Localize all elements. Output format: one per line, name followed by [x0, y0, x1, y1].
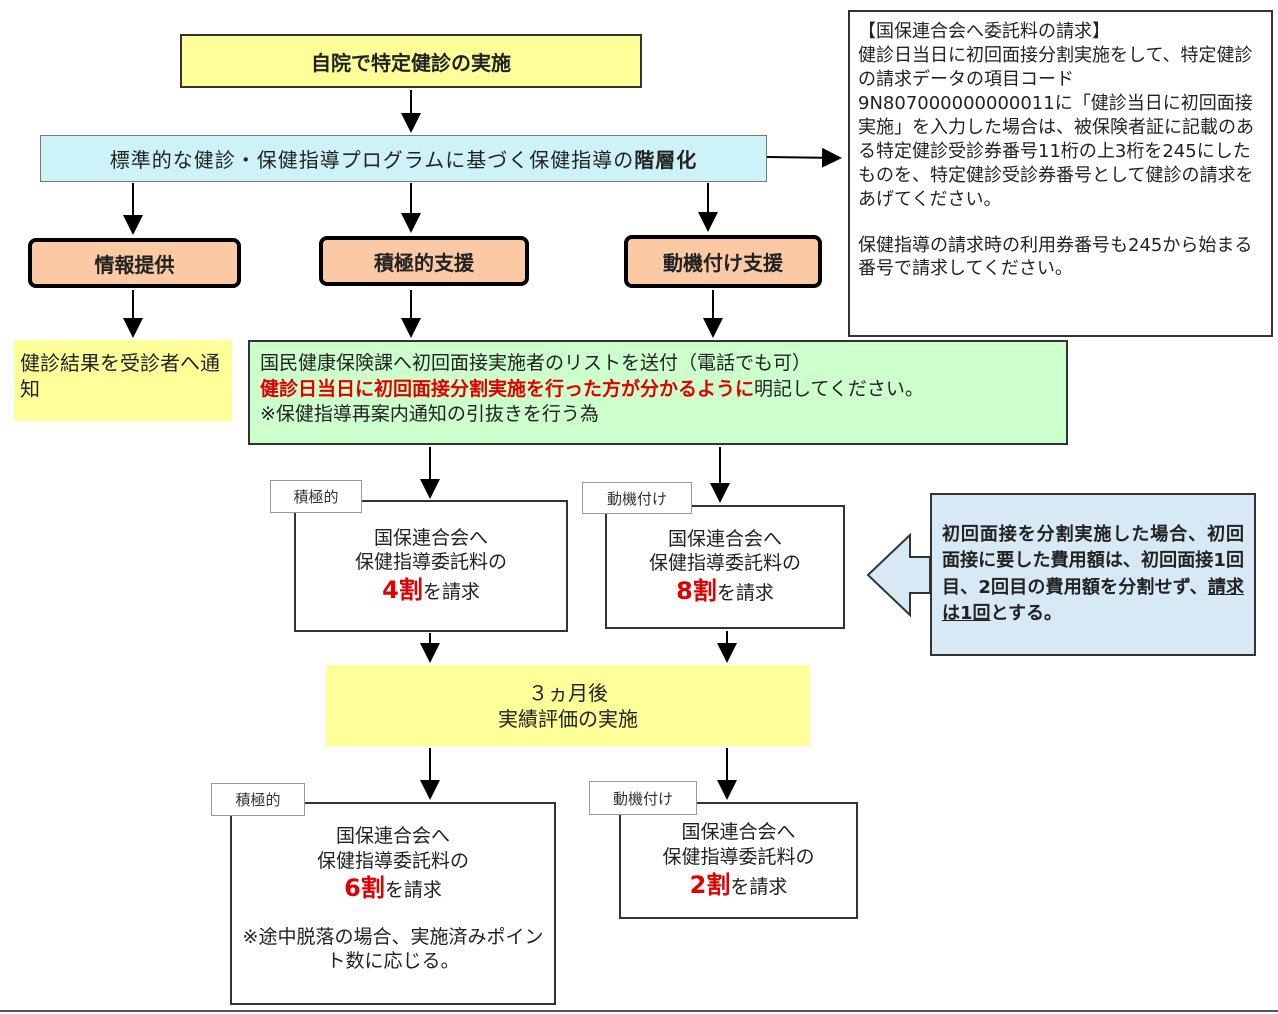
claim-line2: 保健指導委託料の: [316, 849, 469, 872]
hierarchy-box: 標準的な健診・保健指導プログラムに基づく保健指導の階層化: [40, 135, 767, 182]
dropout-note: ※途中脱落の場合、実施済みポイント数に応じる。: [242, 925, 544, 973]
split-note-box: 初回面接を分割実施した場合、初回面接に要した費用額は、初回面接1回目、2回目の費…: [930, 493, 1256, 656]
claim-suffix: を請求: [730, 875, 788, 898]
hierarchy-label: 標準的な健診・保健指導プログラムに基づく保健指導の: [109, 148, 635, 172]
list-line1: 国民健康保険課へ初回面接実施者のリストを送付（電話でも可）: [260, 352, 812, 374]
split-note-text: 初回面接を分割実施した場合、初回面接に要した費用額は、初回面接1回目、2回目の費…: [942, 522, 1244, 626]
claim-line1: 国保連合会へ: [335, 825, 450, 847]
claim-line2: 保健指導委託料の: [354, 551, 507, 574]
left-block-arrow: [866, 532, 931, 618]
level-info-label: 情報提供: [94, 252, 175, 277]
evaluation-box: ３ヵ月後 実績評価の実施: [326, 665, 810, 746]
claim-line3: 4割を請求: [382, 575, 480, 606]
split-note-body: 初回面接を分割実施した場合、初回面接に要した費用額は、初回面接1回目、2回目の費…: [942, 524, 1244, 598]
list-line2-rest: 明記してください。: [754, 377, 924, 400]
split-note-underline: 請求は1回: [942, 576, 1244, 624]
notify-box: 健診結果を受診者へ通知: [14, 340, 232, 421]
tag-sekkyoku-first: 積極的: [270, 480, 362, 513]
top-step-box: 自院で特定健診の実施: [180, 34, 642, 88]
claim-line1: 国保連合会へ: [373, 526, 488, 549]
tag-sekkyoku-final-label: 積極的: [235, 791, 281, 809]
billing-note-body2: 保健指導の請求時の利用券番号も245から始まる番号で請求してください。: [858, 234, 1253, 280]
list-line2-red: 健診日当日に初回面接分割実施を行った方が分かるように: [260, 377, 755, 400]
list-line3: ※保健指導再案内通知の引抜きを行う為: [260, 403, 599, 426]
claim-line1: 国保連合会へ: [681, 821, 796, 844]
level-douki-label: 動機付け支援: [663, 251, 783, 275]
claim-suffix: を請求: [422, 581, 480, 604]
claim-pct: 2割: [689, 870, 731, 899]
billing-note-body: 健診日当日に初回面接分割実施をして、特定健診の請求データの項目コード9N8070…: [858, 44, 1254, 210]
claim-line2: 保健指導委託料の: [662, 845, 815, 868]
bottom-divider: [0, 1010, 1278, 1012]
claim-first-sekkyoku-box: 国保連合会へ 保健指導委託料の 4割を請求: [294, 500, 568, 632]
claim-line2: 保健指導委託料の: [648, 552, 801, 575]
claim-suffix: を請求: [716, 582, 774, 605]
level-douki-box: 動機付け支援: [624, 235, 822, 288]
claim-final-sekkyoku-box: 国保連合会へ 保健指導委託料の 6割を請求 ※途中脱落の場合、実施済みポイント数…: [230, 802, 556, 1005]
tag-sekkyoku-first-label: 積極的: [293, 488, 339, 506]
split-note-end: とする。: [990, 602, 1062, 624]
billing-note-title: 【国保連合会へ委託料の請求】: [858, 21, 1110, 42]
tag-sekkyoku-final: 積極的: [211, 783, 305, 816]
level-info-box: 情報提供: [28, 238, 241, 288]
claim-line3: 6割を請求: [344, 873, 442, 904]
billing-note-box: 【国保連合会へ委託料の請求】 健診日当日に初回面接分割実施をして、特定健診の請求…: [848, 10, 1273, 337]
list-send-box: 国民健康保険課へ初回面接実施者のリストを送付（電話でも可） 健診日当日に初回面接…: [248, 340, 1068, 445]
tag-douki-final-label: 動機付け: [612, 789, 673, 808]
claim-line3: 2割を請求: [690, 870, 788, 901]
claim-final-douki-box: 国保連合会へ 保健指導委託料の 2割を請求: [619, 802, 858, 919]
level-sekkyoku-box: 積極的支援: [319, 236, 529, 286]
tag-douki-first: 動機付け: [582, 482, 692, 514]
claim-first-douki-box: 国保連合会へ 保健指導委託料の 8割を請求: [605, 505, 845, 629]
tag-douki-final: 動機付け: [589, 781, 697, 815]
level-sekkyoku-label: 積極的支援: [374, 250, 474, 275]
list-line2: 健診日当日に初回面接分割実施を行った方が分かるように明記してください。: [260, 377, 1056, 403]
tag-douki-first-label: 動機付け: [606, 489, 667, 508]
claim-pct: 8割: [676, 577, 717, 606]
claim-pct: 6割: [344, 874, 385, 903]
claim-line3: 8割を請求: [676, 576, 774, 607]
claim-suffix: を請求: [384, 879, 442, 902]
evaluation-line1: ３ヵ月後: [528, 680, 608, 705]
arrow-hierarchy-to-note: [766, 147, 842, 168]
notify-label: 健診結果を受診者へ通知: [20, 351, 220, 401]
hierarchy-label-bold: 階層化: [634, 148, 698, 172]
evaluation-line2: 実績評価の実施: [498, 706, 638, 731]
top-step-label: 自院で特定健診の実施: [311, 50, 511, 75]
claim-pct: 4割: [382, 576, 423, 605]
claim-line1: 国保連合会へ: [667, 527, 782, 550]
